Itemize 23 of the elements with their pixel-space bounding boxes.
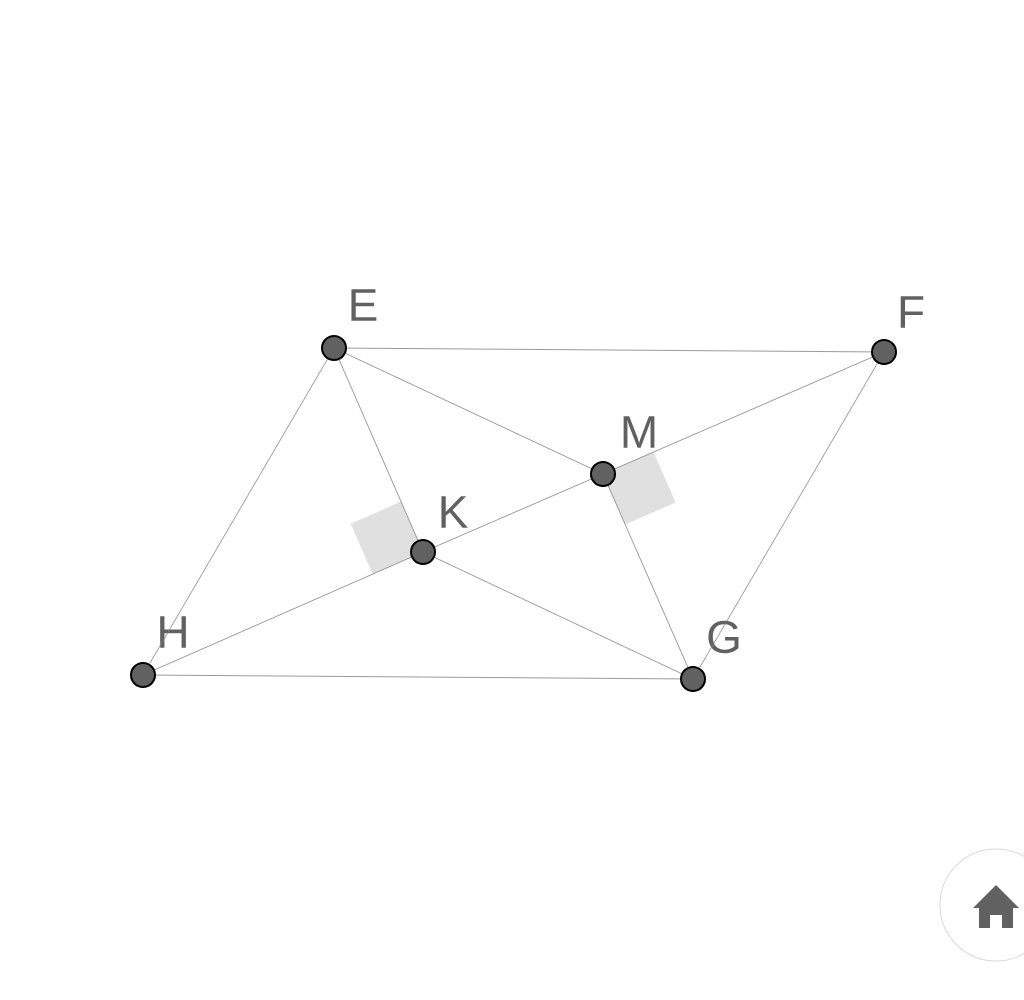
line-segment (338, 359, 419, 541)
line-segment (155, 674, 681, 680)
point (130, 662, 156, 688)
point (871, 339, 897, 365)
point (680, 666, 706, 692)
line-segment (154, 556, 412, 671)
line-segment (149, 358, 328, 665)
point-label: E (351, 289, 377, 321)
point-label: K (441, 496, 468, 528)
line-segment (607, 485, 689, 668)
line-segment (434, 478, 592, 548)
point (410, 539, 436, 565)
line-segment (346, 347, 872, 353)
point-label: M (623, 416, 655, 448)
point-label: H (160, 616, 186, 648)
line-segment (699, 362, 878, 669)
line-segment (434, 557, 682, 674)
point-label: G (708, 620, 739, 654)
point-label: F (900, 296, 924, 328)
point (590, 461, 616, 487)
point (321, 335, 347, 361)
line-segment (614, 356, 873, 470)
line-segment (345, 353, 592, 469)
